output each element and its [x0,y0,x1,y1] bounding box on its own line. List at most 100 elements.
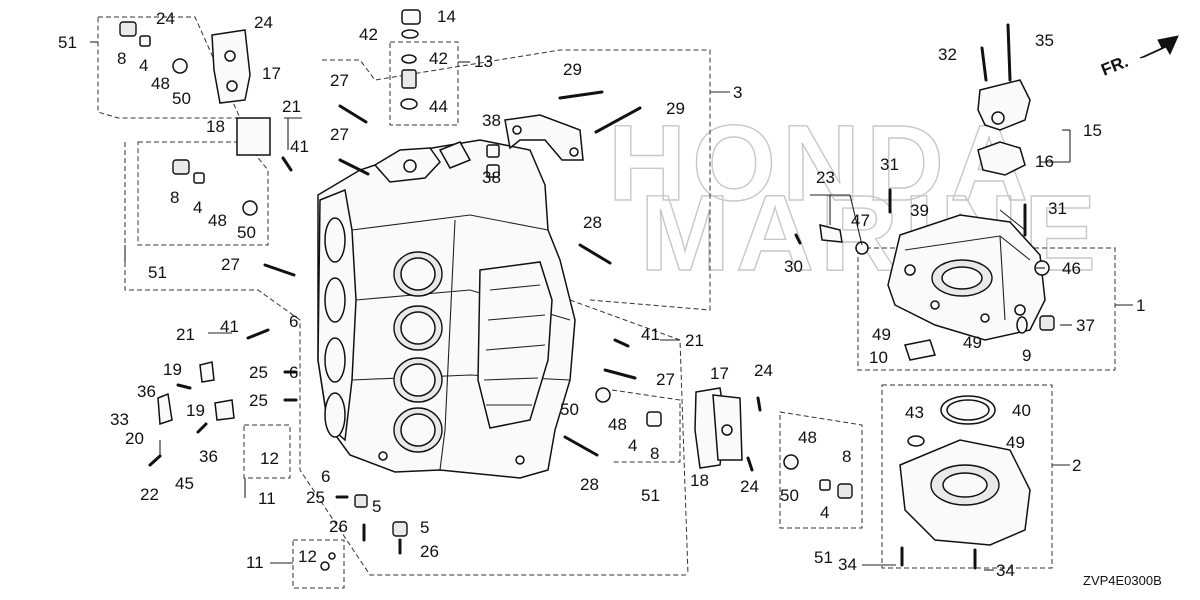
callout-50-d: 50 [780,486,799,505]
frame-21-right [569,299,689,576]
callout-1: 1 [1136,296,1145,315]
callout-12: 12 [260,449,279,468]
callout-29: 29 [563,60,582,79]
callout-32: 32 [938,45,957,64]
callout-34-b: 34 [996,561,1015,580]
callout-38-b: 38 [482,168,501,187]
callout-34: 34 [838,555,857,574]
callout-17: 17 [262,64,281,83]
callout-31-b: 31 [1048,199,1067,218]
callout-25-c: 25 [306,488,325,507]
callout-21: 21 [282,97,301,116]
callout-42-b: 42 [429,49,448,68]
callout-25-b: 25 [249,391,268,410]
frame-51-left [137,141,269,246]
callout-9: 9 [1022,346,1031,365]
callout-50: 50 [172,89,191,108]
callout-41: 41 [290,137,309,156]
callout-8: 8 [117,49,126,68]
callout-51-d: 51 [814,548,833,567]
callout-21-c: 21 [685,331,704,350]
frame-51-right [779,411,863,529]
callout-49-c: 49 [1006,433,1025,452]
front-arrow-icon [1139,35,1179,59]
drawing-code: ZVP4E0300B [1083,573,1162,588]
callout-48-b: 48 [208,211,227,230]
small-parts [119,9,1055,571]
callout-16: 16 [1035,152,1054,171]
lower-cover [899,395,1031,546]
callout-20: 20 [125,429,144,448]
callout-19: 19 [163,360,182,379]
callout-39: 39 [910,201,929,220]
callout-49: 49 [872,325,891,344]
callout-51-c: 51 [641,486,660,505]
callouts: 1 2 3 4 4 4 4 5 5 6 6 6 8 8 8 8 9 10 11 … [58,7,1145,580]
frame-51-mid [611,389,681,463]
callout-13: 13 [474,52,493,71]
callout-22: 22 [140,485,159,504]
callout-6: 6 [289,312,298,331]
callout-35: 35 [1035,31,1054,50]
callout-5-b: 5 [420,518,429,537]
callout-24-d: 24 [740,477,759,496]
callout-33: 33 [110,410,129,429]
callout-4-b: 4 [193,198,202,217]
callout-8-d: 8 [842,447,851,466]
front-indicator-label: FR. [1098,52,1131,80]
callout-24: 24 [156,9,175,28]
front-indicator: FR. [1098,35,1179,80]
callout-51-b: 51 [148,263,167,282]
callout-28-b: 28 [580,475,599,494]
callout-4: 4 [139,56,148,75]
callout-18: 18 [206,117,225,136]
callout-51: 51 [58,33,77,52]
callout-27-d: 27 [656,370,675,389]
callout-30: 30 [784,257,803,276]
cover-assembly [887,214,1046,341]
callout-29-b: 29 [666,99,685,118]
callout-19-b: 19 [186,401,205,420]
callout-8-c: 8 [650,444,659,463]
frame-2 [881,384,1053,569]
callout-21-b: 21 [176,325,195,344]
frame-51-top [97,16,241,119]
breather-plate-lower [694,387,743,469]
callout-27-c: 27 [221,255,240,274]
callout-18-b: 18 [690,471,709,490]
callout-17-b: 17 [710,364,729,383]
callout-48-c: 48 [608,415,627,434]
callout-11: 11 [258,489,276,508]
callout-42: 42 [359,25,378,44]
callout-5: 5 [372,497,381,516]
callout-25: 25 [249,363,268,382]
callout-45: 45 [175,474,194,493]
callout-10: 10 [869,348,888,367]
callout-11-b: 11 [246,553,264,572]
callout-50-b: 50 [237,223,256,242]
callout-23: 23 [816,168,835,187]
callout-31: 31 [880,155,899,174]
callout-41-b: 41 [220,317,239,336]
callout-28: 28 [583,213,602,232]
callout-40: 40 [1012,401,1031,420]
callout-27: 27 [330,71,349,90]
callout-27-b: 27 [330,125,349,144]
callout-15: 15 [1083,121,1102,140]
callout-38: 38 [482,111,501,130]
callout-24-b: 24 [254,13,273,32]
callout-48-d: 48 [798,428,817,447]
frame-11-lower [292,539,345,589]
callout-14: 14 [437,7,456,26]
callout-49-b: 49 [963,333,982,352]
callout-50-c: 50 [560,400,579,419]
callout-12-b: 12 [298,547,317,566]
callout-2: 2 [1072,456,1081,475]
frame-11-bracket [124,142,688,576]
pump-assembly [977,79,1031,176]
callout-26-b: 26 [420,542,439,561]
leader-lines [90,41,1133,571]
callout-47: 47 [851,211,870,230]
watermark-brand: HONDA [608,102,1034,223]
callout-36-b: 36 [199,447,218,466]
